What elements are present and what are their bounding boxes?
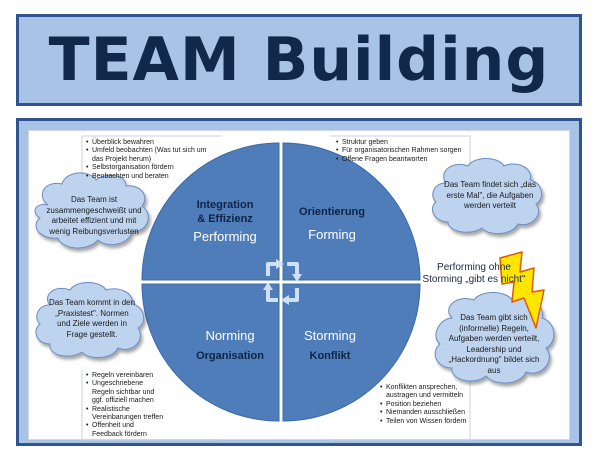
quadrant-norming-phase: Norming: [205, 328, 255, 343]
list-item: Realistische Vereinbarungen treffen: [86, 406, 166, 423]
quadrant-norming-labels: Norming Organisation: [186, 328, 274, 362]
list-item: Überblick bewahren: [86, 139, 218, 148]
list-item: Ungeschriebene Regeln sichtbar und ggf. …: [86, 380, 166, 405]
cloud-performing-shape: [34, 172, 149, 249]
list-item: Offenheit und Feedback fördern: [86, 422, 166, 439]
performing-storming-note: Performing ohne Storming „gibt es nicht": [422, 262, 526, 285]
team-cycle-circle: [141, 142, 421, 422]
quadrant-storming-labels: Storming Konflikt: [286, 328, 374, 362]
list-item: Teilen von Wissen fördern: [380, 418, 470, 427]
list-item: Selbstorganisation fördern: [86, 164, 218, 173]
quadrant-storming-phase: Storming: [303, 328, 357, 343]
forming-task-list: Struktur geben Für organisatorischen Rah…: [336, 139, 466, 165]
cloud-forming-text: Das Team findet sich „das erste Mal", di…: [444, 180, 536, 210]
norming-task-list: Regeln vereinbaren Ungeschriebene Regeln…: [86, 372, 166, 439]
list-item: Niemanden ausschließen: [380, 409, 470, 418]
cloud-forming-shape: [432, 158, 543, 234]
lightning-icon: [499, 251, 545, 329]
quadrant-performing-heading: Integration & Effizienz: [196, 199, 254, 225]
list-item: Position beziehen: [380, 401, 470, 410]
cloud-norming-shape: [35, 282, 145, 358]
list-item: Umfeld beobachten (Was tut sich um das P…: [86, 147, 218, 164]
cloud-storming-text: Das Team gibt sich (informelle) Regeln, …: [448, 313, 540, 375]
list-item: Offene Fragen beantworten: [336, 156, 466, 165]
storming-list-bracket: [330, 380, 471, 441]
cloud-norming-text: Das Team kommt in den „Praxistest". Norm…: [48, 298, 136, 339]
list-item: Struktur geben: [336, 139, 466, 148]
norming-list-bracket: [81, 370, 220, 441]
list-item: Konflikten ansprechen, austragen und ver…: [380, 384, 470, 401]
cloud-performing-text: Das Team ist zusammengeschweißt und arbe…: [46, 195, 142, 236]
cloud-storming-shape: [434, 292, 555, 384]
quadrant-forming-phase: Forming: [308, 227, 356, 242]
page-title: TEAM Building: [48, 25, 550, 95]
quadrant-forming-labels: Orientierung Forming: [286, 206, 378, 242]
performing-task-list: Überblick bewahren Umfeld beobachten (Wa…: [86, 139, 218, 181]
forming-list-bracket: [330, 135, 471, 175]
list-item: Für organisatorischen Rahmen sorgen: [336, 147, 466, 156]
quadrant-performing-phase: Performing: [193, 229, 257, 244]
quadrant-norming: [141, 283, 280, 422]
list-item: Regeln vereinbaren: [86, 372, 166, 381]
quadrant-forming-heading: Orientierung: [298, 206, 365, 218]
quadrant-performing-labels: Integration & Effizienz Performing: [180, 198, 270, 244]
quadrant-storming-heading: Konflikt: [309, 350, 351, 362]
title-banner: TEAM Building: [16, 14, 582, 106]
quadrant-storming: [282, 283, 421, 422]
storming-task-list: Konflikten ansprechen, austragen und ver…: [380, 384, 470, 426]
list-item: Beobachten und beraten: [86, 173, 218, 182]
quadrant-norming-heading: Organisation: [196, 350, 264, 362]
quadrant-forming: [282, 142, 421, 281]
cycle-arrows-icon: [263, 259, 302, 305]
